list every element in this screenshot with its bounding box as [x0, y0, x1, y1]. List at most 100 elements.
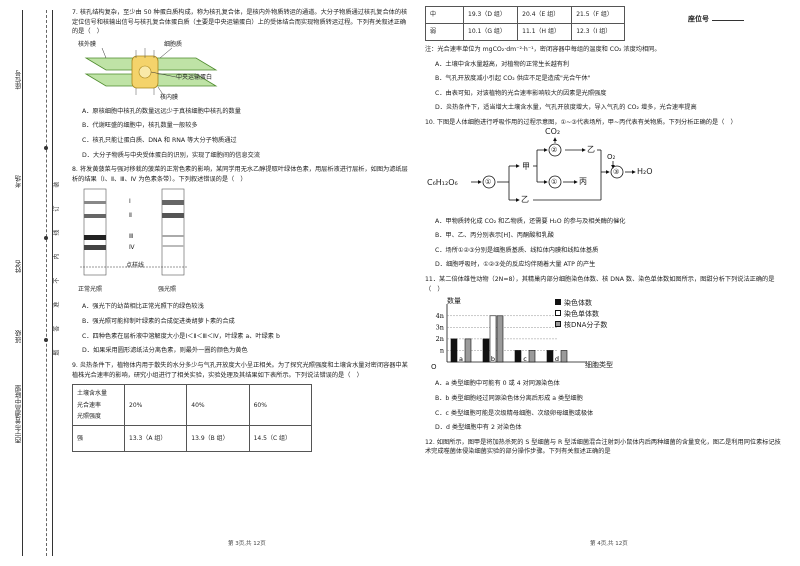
table-row: 强 13.3（A 组） 13.9（B 组） 14.5（C 组） [72, 425, 313, 453]
question-11-option-c: C．c 类型细胞可能是次级精母细胞、次级卵母细胞或极体 [435, 409, 594, 417]
question-7-option-b: B．代谢旺盛的细胞中，核孔数量一般较多 [82, 122, 198, 130]
question-7: 7. 核孔结构复杂，至少由 50 种蛋白质构成，称为核孔复合体，是核内外物质转运… [72, 8, 412, 160]
table-header-row: 土壤含水量 光合速率 光照强度 20% 40% 60% [72, 384, 313, 427]
y-tick-label: 4n [436, 312, 444, 320]
seal-char: 线 [53, 229, 61, 236]
table-cell: 弱 [425, 23, 464, 41]
x-tick-label: a [459, 355, 463, 363]
table-cell: 中 [425, 6, 464, 24]
band-label-2: Ⅱ [129, 212, 132, 220]
left-page: 7. 核孔结构复杂，至少由 50 种蛋白质构成，称为核孔复合体，是核内外物质转运… [72, 8, 412, 548]
margin-line-inner [52, 10, 53, 556]
question-7-option-c: C．核孔只能让蛋白质、DNA 和 RNA 等大分子物质通过 [82, 137, 237, 145]
band-label-3: Ⅲ [129, 233, 134, 241]
node-co2: CO₂ [545, 126, 561, 136]
table-row: 弱 10.1（G 组） 11.1（H 组） 12.3（I 组） [425, 23, 625, 41]
legend-item-chromosome: 染色体数 [555, 298, 607, 309]
seal-char: 装 [53, 181, 61, 188]
caption-normal-light: 正常光照 [78, 286, 103, 294]
legend-label: 染色体数 [564, 299, 592, 308]
respiration-figure: C₆H₁₂O₆ ① 甲 ② 乙 ① 丙 ③ H₂O 乙 CO₂ O₂ [425, 127, 787, 212]
margin-dot [44, 236, 48, 240]
chart-legend: 染色体数 染色单体数 核DNA分子数 [555, 298, 607, 331]
seal-char: 内 [53, 253, 61, 260]
bar-a-0 [450, 338, 458, 363]
margin-label-class: 班级 [15, 330, 23, 343]
table-cell: 10.1（G 组） [462, 23, 519, 41]
seat-number-blank [712, 20, 744, 21]
question-11-option-a: A．a 类型细胞中可能有 0 或 4 对同源染色体 [435, 380, 560, 388]
bar-a-2 [464, 338, 472, 363]
table-cell: 12.3（I 组） [571, 23, 625, 41]
legend-swatch [555, 299, 561, 306]
question-9-option-b: B．气孔开放度减小引起 CO₂ 供应不足是造成"光合午休" [435, 75, 591, 83]
question-8-option-d: D．如果采用圆形滤纸法分离色素，则最外一圈的颜色为黄色 [82, 347, 248, 355]
y-tick-label: 2n [436, 335, 444, 343]
margin-dot [44, 338, 48, 342]
y-tick-label: 3n [436, 324, 444, 332]
table-cell: 21.5（F 组） [571, 6, 625, 24]
table-header-cell: 20% [123, 384, 188, 427]
margin-line-dashed [46, 10, 47, 556]
table-cell: 14.5（C 组） [248, 425, 313, 453]
legend-item-chromatid: 染色单体数 [555, 309, 607, 320]
table-corner-cell: 土壤含水量 光合速率 光照强度 [72, 384, 125, 427]
question-9-option-a: A．土壤中含水量越高，对植物的正常生长越有利 [435, 60, 570, 68]
band-label-1: Ⅰ [129, 198, 131, 206]
node-site-2: ② [551, 145, 558, 154]
table-header-cell: 60% [248, 384, 313, 427]
label-inner-membrane: 核内膜 [160, 93, 179, 101]
q9-table-left: 土壤含水量 光合速率 光照强度 20% 40% 60% 强 13.3（A 组） … [72, 384, 313, 453]
question-9-stem: 9. 炎热条件下，植物体内用于散失的水分多少与气孔开放度大小呈正相关。为了探究光… [72, 361, 408, 379]
chart-ylabel: 数量 [447, 297, 461, 306]
node-site-3: ③ [613, 167, 620, 176]
question-11-option-d: D．d 类型细胞中有 2 对染色体 [435, 424, 522, 432]
question-7-stem: 7. 核孔结构复杂，至少由 50 种蛋白质构成，称为核孔复合体，是核内外物质转运… [72, 9, 408, 36]
question-10-option-b: B．甲、乙、丙分别表示[H]、丙酮酸和乳酸 [435, 232, 554, 240]
node-substance-jia: 甲 [522, 161, 530, 171]
sample-line-label: 点样线 [126, 262, 145, 270]
node-o2: O₂ [607, 152, 616, 161]
y-tick-label: n [440, 347, 444, 355]
question-8-option-c: C．四种色素在层析液中溶解度大小是Ⅰ＜Ⅱ＜Ⅲ＜Ⅳ，叶绿素 a、叶绿素 b [82, 332, 280, 340]
question-9-note: 注：光合速率单位为 mgCO₂·dm⁻²·h⁻¹，密闭容器中每组的温度和 CO₂… [425, 46, 661, 53]
bar-b-0 [482, 338, 490, 363]
label-central-transport-protein: 中央运输蛋白 [176, 73, 213, 81]
caption-strong-light: 强光照 [158, 286, 177, 294]
label-outer-membrane: 核外膜 [78, 40, 97, 48]
bar-b-2 [496, 315, 504, 363]
seal-char: 不 [53, 277, 61, 284]
table-header-cell: 40% [186, 384, 250, 427]
node-substance-yi-top: 乙 [587, 144, 595, 154]
question-10-stem: 10. 下图是人体细胞进行呼吸作用的过程示意图，①~③代表场所，甲~丙代表有关物… [425, 119, 737, 127]
footer-left: 第 3页,共 12页 [228, 541, 266, 547]
legend-label: 核DNA分子数 [564, 321, 608, 329]
seal-char: 题 [53, 349, 61, 356]
chromatography-diagram [80, 189, 188, 276]
legend-swatch [555, 321, 561, 327]
question-9-option-d: D．炎热条件下，适当增大土壤含水量，气孔开放度增大，导入气孔的 CO₂ 增多，光… [435, 104, 697, 112]
question-11-stem: 11．某二倍体雄性动物（2N=8），其精巢内部分细胞染色体数、核 DNA 数、染… [425, 276, 775, 293]
margin-label-seat: 座位号 [15, 70, 23, 90]
question-8-stem: 8. 将发黄菠菜与强对移栽的菠菜的正常色素的影响，某同学用无水乙醇提取叶绿体色素… [72, 166, 408, 183]
chromatography-figure: Ⅰ Ⅱ Ⅲ Ⅳ 点样线 正常光照 强光照 [76, 187, 412, 297]
question-9: 9. 炎热条件下，植物体内用于散失的水分多少与气孔开放度大小呈正相关。为了探究光… [72, 361, 412, 453]
x-tick-label: d [555, 355, 559, 363]
bar-b-1 [489, 315, 497, 363]
node-site-1-lower: ① [551, 177, 558, 186]
legend-label: 染色单体数 [564, 310, 599, 319]
legend-swatch [555, 310, 561, 317]
bar-c-0 [514, 350, 522, 363]
table-row: 中 19.3（D 组） 20.4（E 组） 21.5（F 组） [425, 6, 625, 24]
chart-xlabel: 细胞类型 [585, 361, 613, 370]
bar-c-2 [528, 350, 536, 363]
seal-char: 准 [53, 301, 61, 308]
question-10: 10. 下图是人体细胞进行呼吸作用的过程示意图，①~③代表场所，甲~丙代表有关物… [425, 118, 787, 270]
question-10-option-c: C．场所①②③分别是细胞质基质、线粒体内膜和线粒体基质 [435, 246, 599, 254]
table-cell: 19.3（D 组） [462, 6, 519, 24]
seal-char: 答 [53, 325, 61, 332]
question-8-option-b: B．强光照可能抑制叶绿素的合成促进类胡萝卜素的合成 [82, 318, 235, 326]
bar-d-2 [560, 350, 568, 363]
table-cell: 13.3（A 组） [123, 425, 188, 453]
